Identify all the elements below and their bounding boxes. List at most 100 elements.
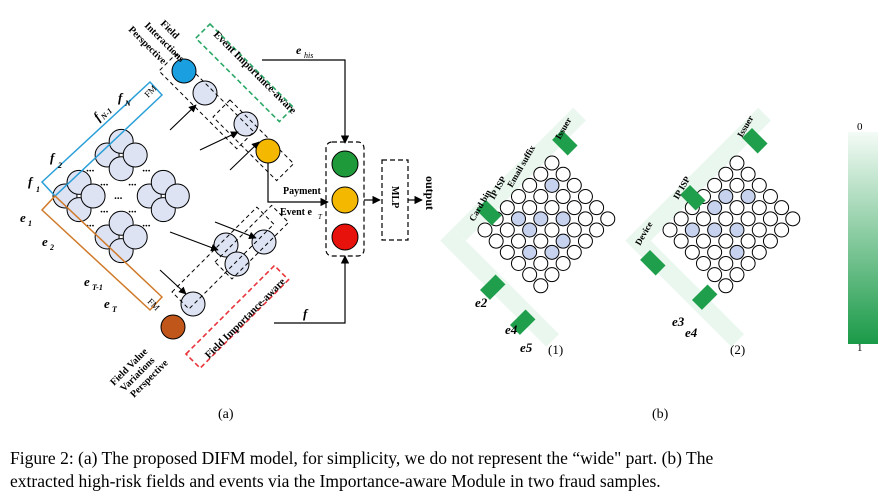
sample-node	[533, 255, 549, 271]
e-his-line	[262, 59, 350, 144]
sample-node	[718, 278, 734, 294]
figure-caption: Figure 2: (a) The proposed DIFM model, f…	[10, 447, 882, 493]
sample-node	[707, 222, 723, 238]
output-label: output	[423, 176, 437, 210]
e-labels: e 1 e 2 e T-1 e T	[20, 210, 118, 314]
sample-node	[684, 222, 700, 238]
e-his-sub: his	[304, 51, 313, 60]
importance-cell	[692, 284, 718, 310]
sample-node	[477, 222, 493, 238]
fusion-box	[325, 141, 365, 257]
sample-node	[544, 177, 560, 193]
event-importance-label: Event Importance-aware	[211, 29, 298, 116]
fm-bracket-bottom	[40, 194, 164, 312]
sample-node	[533, 189, 549, 205]
sample-node	[522, 267, 538, 283]
event-importance-box	[194, 22, 295, 123]
svg-text:e4: e4	[505, 322, 518, 337]
sample-node	[707, 267, 723, 283]
sample-node	[740, 211, 756, 227]
svg-text:2: 2	[49, 243, 54, 252]
ellipsis: ...	[142, 217, 151, 229]
sample-node	[600, 211, 616, 227]
input-grid: ...........................	[52, 80, 277, 317]
sample-node	[499, 222, 515, 238]
sample-node	[555, 233, 571, 249]
sample-1	[440, 107, 616, 347]
attention-node-yellow	[255, 138, 281, 164]
event-labels: e2 e4 e5 e3 e4	[475, 295, 698, 355]
flow-arrow	[199, 131, 239, 151]
event-line	[267, 163, 329, 207]
sample-node	[707, 200, 723, 216]
sample-node	[751, 177, 767, 193]
layer-box	[212, 99, 295, 182]
importance-cell	[552, 130, 578, 156]
ellipsis: ...	[100, 176, 109, 188]
sample-node	[729, 155, 745, 171]
grid-node	[122, 224, 148, 250]
sample-node	[684, 244, 700, 260]
sample-node	[544, 267, 560, 283]
svg-text:e: e	[84, 274, 90, 289]
sample-node	[774, 200, 790, 216]
flow-arrow	[229, 141, 260, 171]
sample-node	[577, 189, 593, 205]
grid-node	[164, 183, 190, 209]
sample-node	[566, 222, 582, 238]
svg-text:e4: e4	[685, 325, 698, 340]
flow-arrow	[214, 221, 257, 240]
sample-node	[555, 211, 571, 227]
sample-node	[718, 166, 734, 182]
sample-node	[729, 200, 745, 216]
f-line	[274, 255, 350, 324]
importance-cell	[680, 185, 706, 211]
sample-node	[544, 244, 560, 260]
grid-node	[80, 183, 106, 209]
sample-node	[533, 211, 549, 227]
sample-node	[566, 200, 582, 216]
sample-node	[729, 177, 745, 193]
figure-canvas: ........................... Field Intera…	[20, 18, 878, 422]
sample-node	[544, 200, 560, 216]
layer-node	[180, 291, 206, 317]
sample-node	[673, 211, 689, 227]
flow-arrow	[169, 104, 197, 131]
sample-node	[555, 189, 571, 205]
fm-node-blue	[171, 58, 197, 84]
importance-cell	[476, 200, 502, 226]
sample-node	[589, 200, 605, 216]
sample-node	[695, 255, 711, 271]
sample-node	[751, 244, 767, 260]
sample-node	[673, 233, 689, 249]
ellipsis: ...	[86, 163, 95, 175]
f-label: f	[303, 306, 309, 321]
sample-node	[718, 233, 734, 249]
layer-node	[192, 80, 218, 106]
svg-text:1: 1	[28, 219, 32, 228]
sample-node	[707, 244, 723, 260]
svg-text:T-1: T-1	[92, 283, 103, 292]
event-sub: T	[318, 213, 323, 221]
ellipsis: ...	[100, 204, 109, 216]
field-strip	[638, 107, 771, 241]
sample-node	[695, 233, 711, 249]
svg-text:e5: e5	[520, 340, 533, 355]
sample-node	[577, 211, 593, 227]
sample-node	[522, 222, 538, 238]
sample-node	[785, 211, 801, 227]
sample-node	[510, 233, 526, 249]
svg-text:e: e	[104, 296, 110, 311]
e-his-label: e	[296, 43, 302, 57]
svg-text:e: e	[42, 234, 48, 249]
panel-b: Card bin IP ISP Email suffix Issuer IP I…	[440, 107, 878, 422]
sample1-label: (1)	[548, 342, 563, 357]
sample-node	[718, 189, 734, 205]
caption-line-2: extracted high-risk fields and events vi…	[10, 471, 661, 491]
sample-node	[729, 222, 745, 238]
importance-cell	[480, 274, 506, 300]
layer-node	[224, 251, 250, 277]
ellipsis: ...	[128, 176, 137, 188]
ellipsis: ...	[86, 217, 95, 229]
sample2-label: (2)	[730, 342, 745, 357]
